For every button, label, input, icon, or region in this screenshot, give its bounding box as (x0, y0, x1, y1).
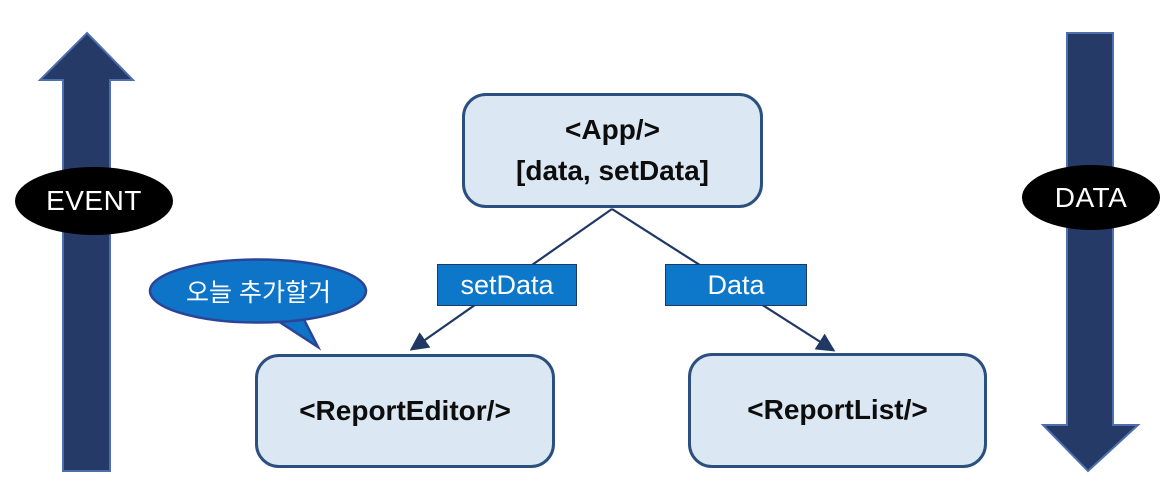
edge-label-setdata-text: setData (460, 269, 554, 300)
reporteditor-component-node: <ReportEditor/> (255, 354, 555, 468)
speech-bubble-text: 오늘 추가할거 (186, 279, 331, 307)
speech-bubble-body (148, 258, 368, 324)
edge-label-setdata: setData (437, 264, 577, 306)
data-flow-down-arrow (1040, 32, 1141, 473)
data-badge-label: DATA (1054, 181, 1128, 213)
event-flow-up-arrow (37, 31, 136, 472)
data-badge: DATA (1022, 165, 1160, 230)
reporteditor-node-title: <ReportEditor/> (299, 394, 511, 426)
app-node-state-subtitle: [data, setData] (516, 154, 709, 186)
edge-label-data: Data (665, 264, 807, 306)
app-node-title: <App/> (565, 113, 660, 145)
app-component-node: <App/> [data, setData] (462, 93, 763, 208)
edge-label-data-text: Data (707, 269, 765, 300)
event-badge: EVENT (15, 167, 173, 235)
reportlist-component-node: <ReportList/> (688, 353, 987, 468)
reportlist-node-title: <ReportList/> (747, 394, 928, 426)
event-badge-label: EVENT (46, 185, 142, 216)
